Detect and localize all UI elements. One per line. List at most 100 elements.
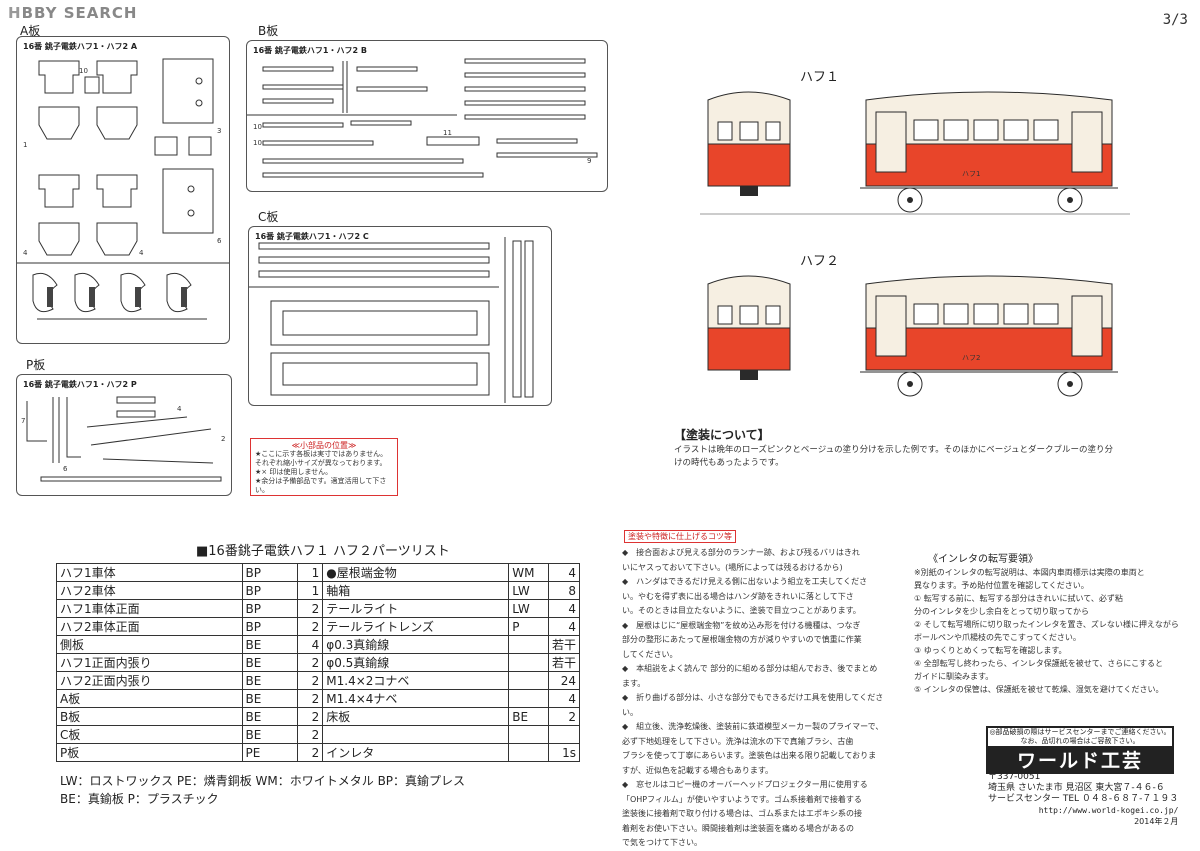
part-material: BE [241,671,298,690]
part-material: PE [241,743,298,762]
part-name: P板 [56,743,243,762]
tips-line: い。やむを得ず表に出る場合はハンダ跡をきれいに落として下さ [622,591,854,601]
part-material: BE [508,707,549,726]
sheet-c-header: 16番 銚子電鉄ハフ1・ハフ2 C [255,232,369,241]
inreta-line: 分のインレタを少し余白をとって切り取ってから [914,607,1089,616]
part-qty: 4 [547,563,581,582]
part-name: A板 [56,689,243,708]
part-name: ハフ2正面内張り [56,671,243,690]
part-name: φ0.5真鍮線 [322,653,510,672]
part-material: WM [508,563,549,582]
part-name: ハフ1正面内張り [56,653,243,672]
svg-text:4: 4 [23,249,28,257]
svg-text:1: 1 [23,141,27,149]
car-haf1-drawing: ハフ1 [700,91,1130,215]
part-qty: 2 [296,653,324,672]
sheet-p-label: P板 [26,358,46,372]
tips-line: い。 [622,707,638,717]
car-haf2-number: ハフ2 [962,354,980,362]
painting-line: イラストは晩年のローズピンクとベージュの塗り分けを示した例です。そのほかにベージ… [674,445,1114,455]
part-material [508,689,549,708]
sheet-c-label: C板 [258,210,279,224]
svg-text:6: 6 [63,465,68,473]
inreta-line: ④ 全部転写し終わったら、インレタ保護紙を被せて、さらにこすると [914,659,1163,668]
part-material [508,653,549,672]
sheet-b-header: 16番 銚子電鉄ハフ1・ハフ2 B [253,46,367,55]
parts-list-title: ■16番銚子電鉄ハフ１ ハフ２パーツリスト [196,544,450,559]
company-address-block: 〒337-0051 埼玉県 さいたま市 見沼区 東大宮７-４６-６ サービスセン… [988,772,1178,827]
watermark: HBBY SEARCH [8,4,138,22]
tips-body: ◆ 接合面および見える部分のランナー跡、および残るバリはきれいにヤスっておいて下… [622,546,894,851]
tips-line: ◆ 窓セルはコピー機のオーバーヘッドプロジェクター用に使用する [622,780,868,789]
part-qty: 4 [547,599,581,618]
part-name: 側板 [56,635,243,654]
part-name: インレタ [322,743,510,762]
part-name: B板 [56,707,243,726]
small-parts-line: ★× 印は使用しません。 [255,468,333,476]
part-material: P [508,617,549,636]
company-notice-1: ◎部品破損の際はサービスセンターまでご連絡ください。 [989,728,1171,736]
tips-line: いにヤスっておいて下さい。(場所によっては残るおけるから) [622,562,843,572]
part-qty: 2 [296,743,324,762]
part-name: テールライトレンズ [322,617,510,636]
part-qty: 2 [296,725,324,744]
part-qty [547,725,581,744]
car-haf1-label: ハフ１ [800,70,840,85]
small-parts-line: ★ここに示す各板は実寸ではありません。 [255,450,388,458]
svg-text:10: 10 [79,67,88,75]
part-name [322,725,510,744]
part-name: ハフ2車体正面 [56,617,243,636]
inreta-line: ⑤ インレタの保管は、保護紙を被せて乾燥、湿気を避けてください。 [914,685,1164,694]
car-haf2-label: ハフ２ [800,254,840,269]
part-qty: 2 [296,671,324,690]
tips-line: 「OHPフィルム」が使いやすいようです。ゴム系接着剤で接着する [622,794,862,804]
company-address: 埼玉県 さいたま市 見沼区 東大宮７-４６-６ [988,783,1165,793]
part-qty: 4 [296,635,324,654]
part-name: テールライト [322,599,510,618]
parts-legend-1: LW：ロストワックス PE：燐青銅板 WM：ホワイトメタル BP：真鍮プレス [60,774,466,788]
part-material: BP [241,563,298,582]
car-haf2-drawing: ハフ2 [707,275,1118,397]
inreta-line: 異なります。予め貼付位置を確認してください。 [914,581,1089,590]
tips-line: ます。 [622,678,646,688]
svg-text:2: 2 [221,435,225,443]
tips-line: ◆ ハンダはできるだけ見える側に出ないよう組立を工夫してくださ [622,577,868,586]
page-number: 3/3 [1162,12,1188,28]
inreta-line: ③ ゆっくりとめくって転写を確認します。 [914,646,1067,655]
part-name: ハフ1車体正面 [56,599,243,618]
tips-line: ◆ 屋根はじに“屋根端金物”を紋め込み形を付ける機種は、つなぎ [622,620,861,630]
tips-line: ◆ 本組説をよく読んで 部分的に組める部分は組んでおき、後でまとめ [622,664,878,673]
part-material [508,671,549,690]
tips-line: い。そのときは目立たないように、塗装で目立つことがあります。 [622,606,861,615]
part-qty: 4 [547,617,581,636]
part-qty: 24 [547,671,581,690]
sheet-a-label: A板 [20,24,41,38]
part-qty: 2 [296,689,324,708]
inreta-line: ② そして転写場所に切り取ったインレタを置き、ズレない様に押えながら [914,620,1179,629]
part-material: LW [508,599,549,618]
tips-line: すが、近似色を記載する場合もあります。 [622,765,774,775]
part-qty: 若干 [547,653,581,672]
tips-line: 必ず下地処理をして下さい。洗浄は流水の下で真鍮ブラシ、古歯 [622,736,854,746]
sheet-a-header: 16番 銚子電鉄ハフ1・ハフ2 A [23,42,138,51]
part-qty: 2 [296,599,324,618]
part-material: BE [241,725,298,744]
part-qty: 2 [296,707,324,726]
inreta-line: ボールペンや爪楊枝の先でこすってください。 [914,633,1081,642]
small-parts-title: ≪小部品の位置≫ [291,441,357,450]
parts-legend-2: BE：真鍮板 P：プラスチック [60,792,219,806]
company-tel: サービスセンター TEL ０４８-６８７-７１９３ [988,794,1179,804]
part-name: 軸箱 [322,581,510,600]
company-zip: 〒337-0051 [988,772,1041,782]
part-qty: 2 [547,707,581,726]
svg-text:4: 4 [139,249,144,257]
